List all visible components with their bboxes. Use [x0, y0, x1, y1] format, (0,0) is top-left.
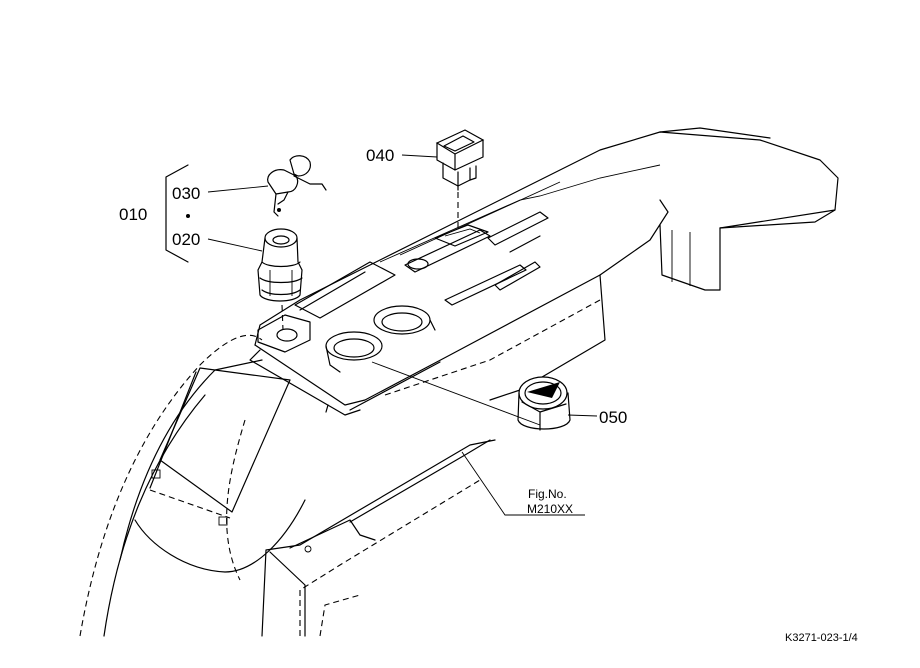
part-label-020[interactable]: 020	[172, 230, 201, 249]
part-label-050[interactable]: 050	[599, 408, 628, 427]
key-030-drawing	[267, 155, 327, 217]
part-label-010[interactable]: 010	[119, 205, 148, 224]
switch-040-drawing	[435, 129, 485, 232]
lower-panel	[261, 439, 496, 637]
part-label-040[interactable]: 040	[366, 146, 395, 165]
hour-meter-050-drawing	[517, 376, 571, 431]
ignition-mount-pad	[257, 304, 311, 353]
ignition-switch-020-drawing	[257, 228, 303, 302]
switch-mount-hole	[434, 224, 489, 247]
fig-ref-number[interactable]: M210XX	[527, 502, 574, 516]
drawing-code: K3271-023-1/4	[785, 632, 858, 644]
fig-ref-label: Fig.No.	[528, 487, 567, 501]
cup-holders	[294, 211, 549, 373]
fender-outline	[79, 334, 306, 637]
leader-lines	[165, 154, 598, 516]
part-label-030[interactable]: 030	[172, 184, 201, 203]
console-body	[249, 127, 839, 416]
